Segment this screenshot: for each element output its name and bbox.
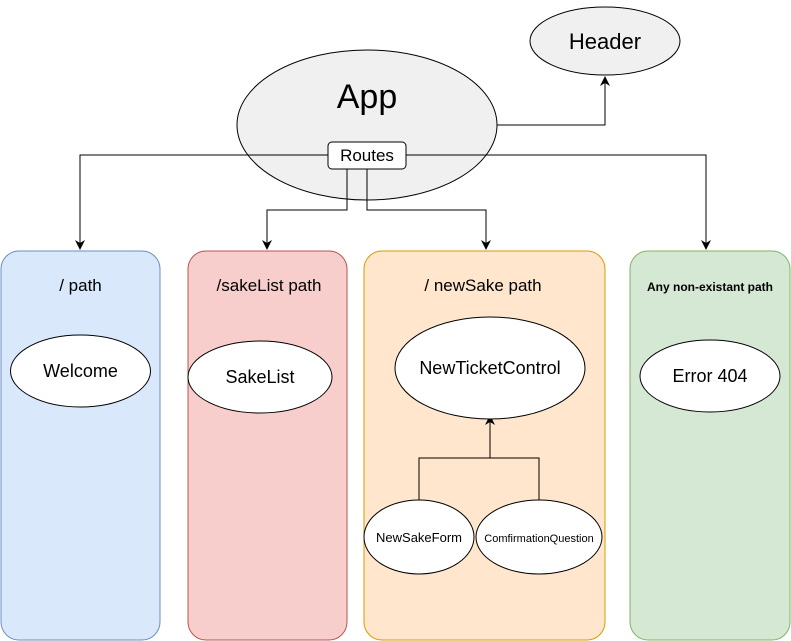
connectors xyxy=(75,76,711,500)
sakelist-label: SakeList xyxy=(225,367,294,387)
panel-newsake-title: / newSake path xyxy=(424,276,541,295)
newsakeform-label: NewSakeForm xyxy=(376,530,462,545)
app-to-header-arrow xyxy=(497,76,610,126)
confirmation-question-node xyxy=(475,499,603,575)
routes-label: Routes xyxy=(340,146,394,165)
routes-to-welcome-arrow xyxy=(75,154,328,250)
routes-to-newsake-arrow xyxy=(366,168,491,250)
newsakeform-to-newticketcontrol-arrow xyxy=(418,420,540,500)
newsakeform-node xyxy=(363,499,475,575)
panel-root-path: / path xyxy=(0,250,161,641)
header-label: Header xyxy=(569,29,641,54)
error-404-label: Error 404 xyxy=(672,366,747,386)
confirmation-question-label: ComfirmationQuestion xyxy=(484,533,593,545)
panel-newsake-background xyxy=(363,250,606,641)
header-node xyxy=(529,6,681,76)
routes-node xyxy=(327,141,407,170)
sakelist-node xyxy=(187,340,333,414)
panel-root-background xyxy=(0,250,161,641)
error-404-node xyxy=(639,339,781,413)
panel-root-title: / path xyxy=(59,276,102,295)
routes-to-error-arrow xyxy=(406,154,711,250)
newticketcontrol-node xyxy=(394,316,586,420)
routes-to-sakelist-arrow xyxy=(262,168,348,250)
panel-sakelist-title: /sakeList path xyxy=(217,276,322,295)
welcome-label: Welcome xyxy=(43,361,118,381)
panel-notfound-path: Any non-existant path xyxy=(629,250,791,641)
panel-notfound-title: Any non-existant path xyxy=(647,280,773,294)
panel-notfound-background xyxy=(629,250,791,641)
panel-sakelist-background xyxy=(187,250,348,641)
newticketcontrol-label: NewTicketControl xyxy=(419,358,560,378)
panel-newsake-path: / newSake path xyxy=(363,250,606,641)
welcome-node xyxy=(10,334,151,408)
panel-sakelist-path: /sakeList path xyxy=(187,250,348,641)
app-label: App xyxy=(337,78,398,116)
